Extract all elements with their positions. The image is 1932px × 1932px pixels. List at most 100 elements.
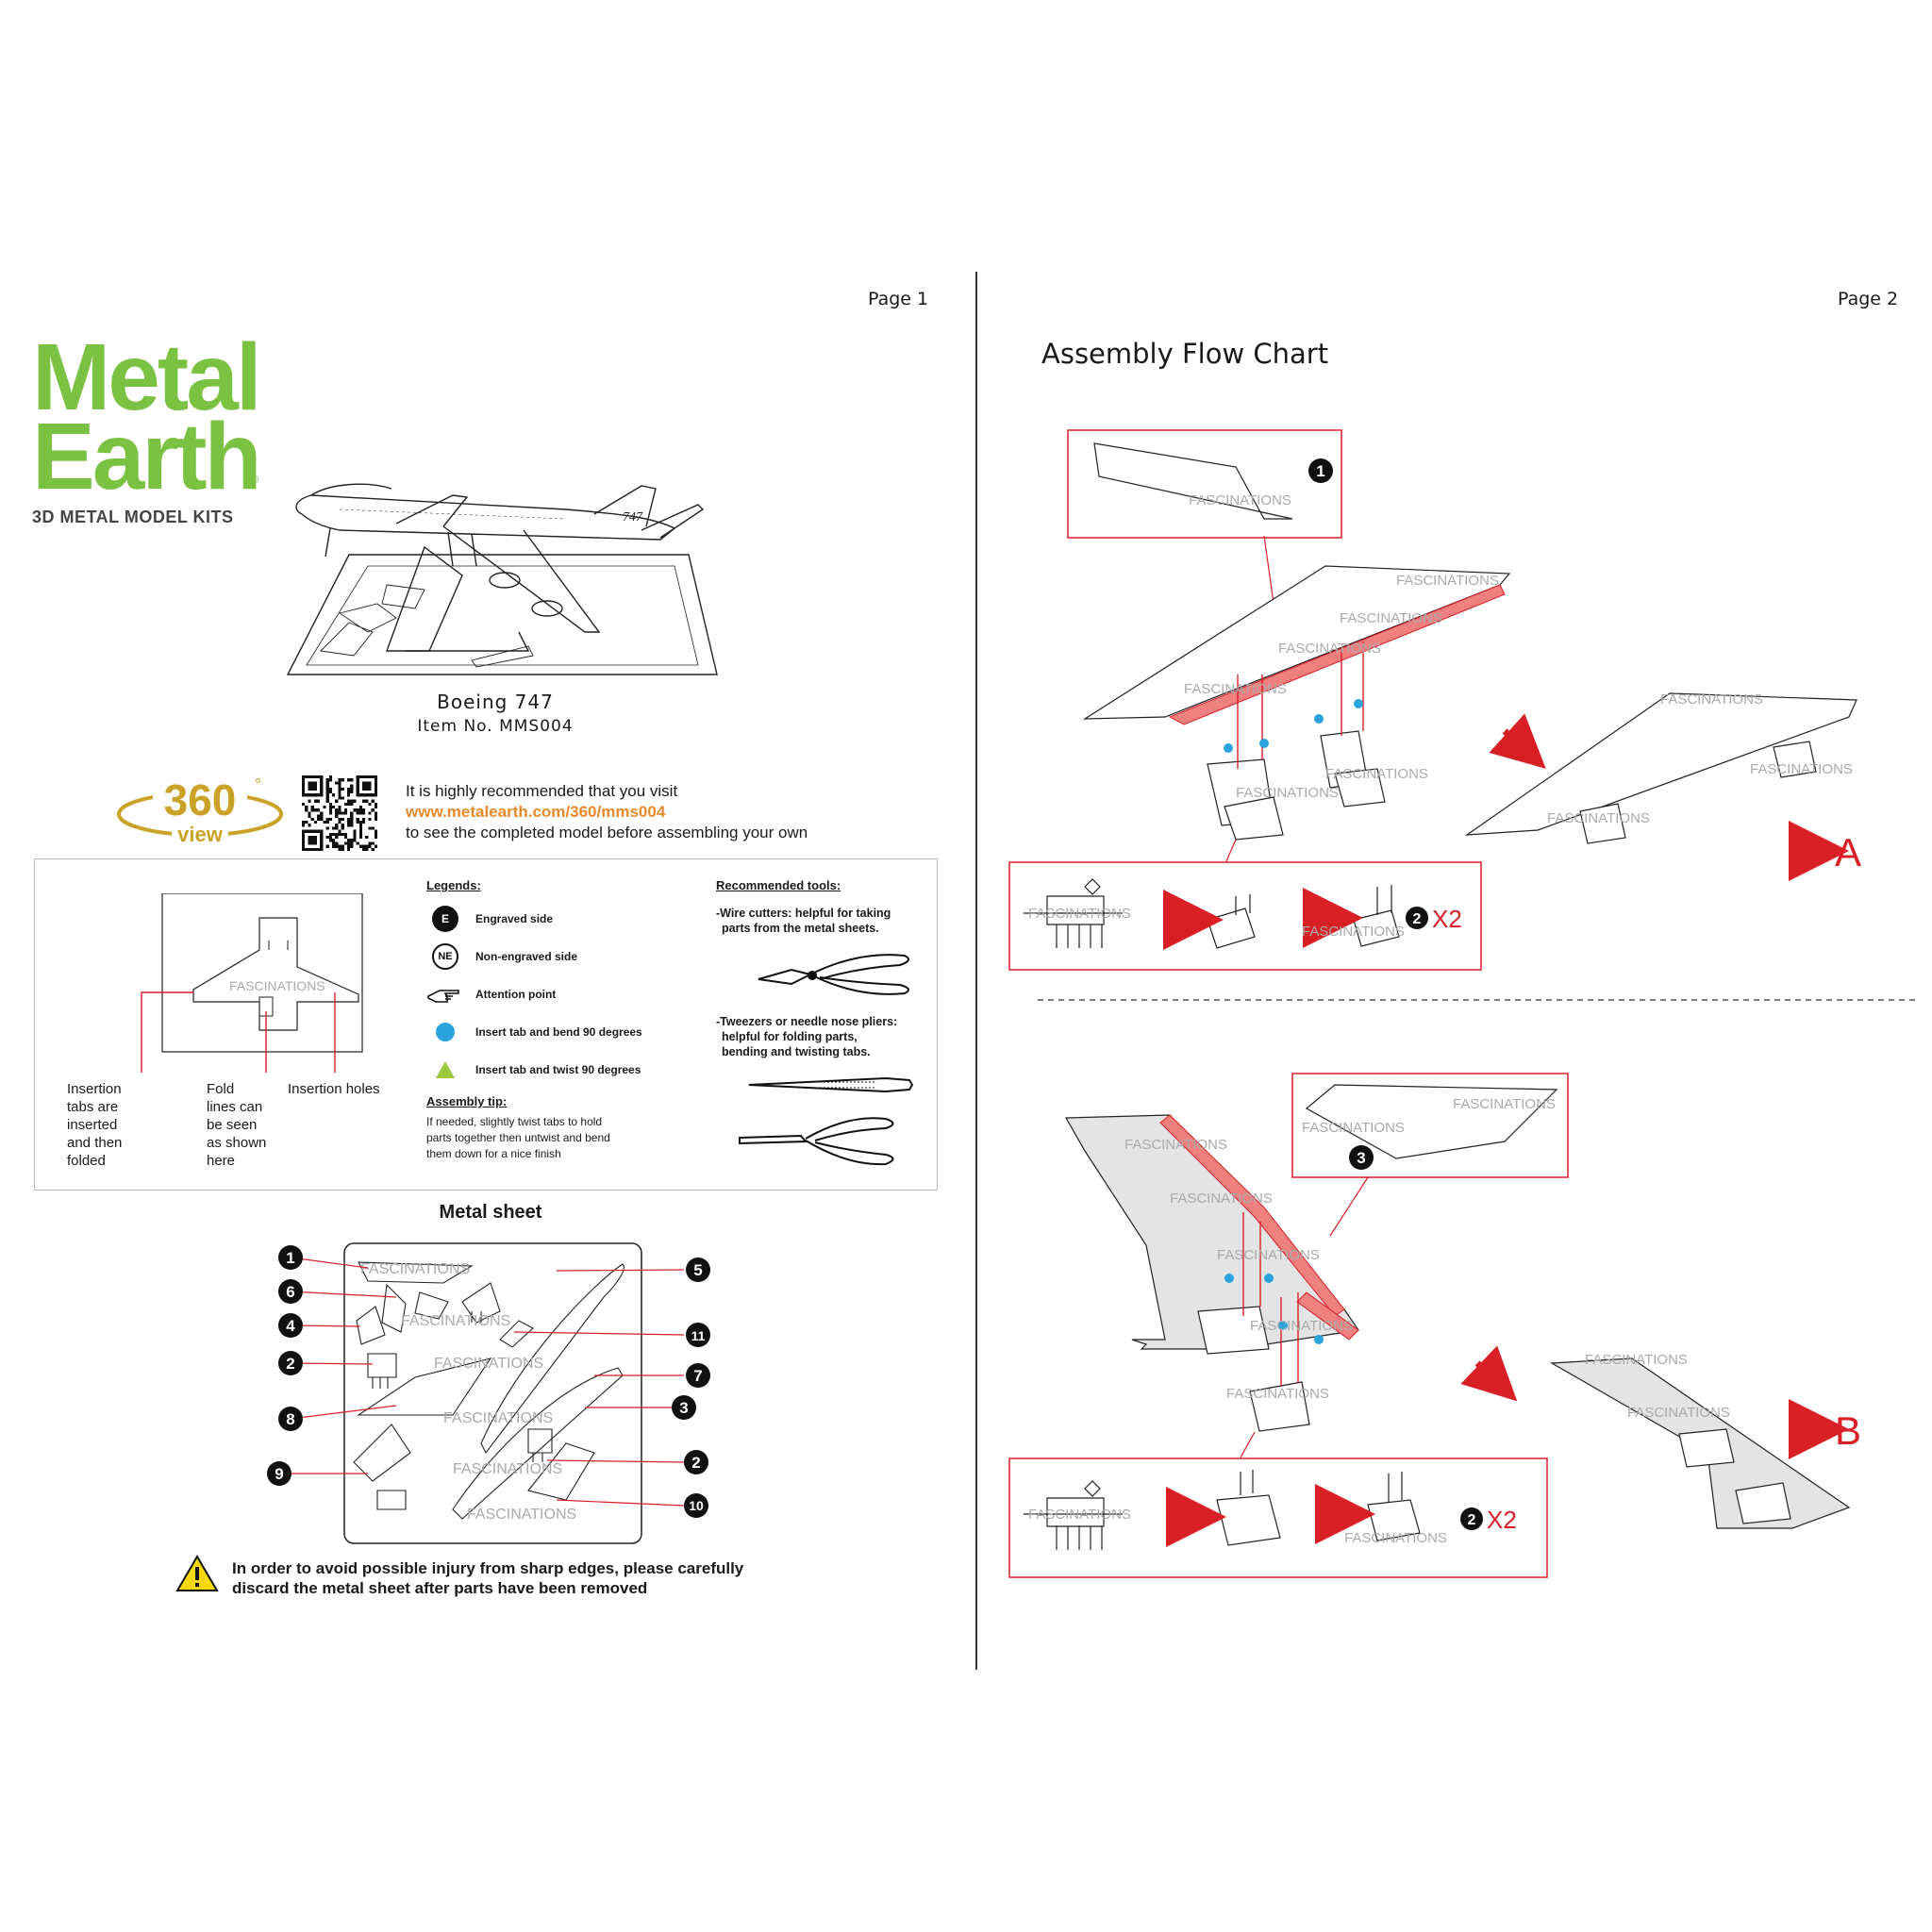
sheet-watermark: FASCINATIONS bbox=[453, 1461, 562, 1477]
part-number-badge: 3 bbox=[1349, 1145, 1374, 1170]
step-2-engine-box bbox=[1008, 1457, 1548, 1578]
view-360-number: 360 bbox=[164, 775, 237, 824]
model-item-number: Item No. MMS004 bbox=[417, 717, 574, 736]
svg-text:3: 3 bbox=[679, 1399, 688, 1417]
needle-nose-pliers-icon bbox=[739, 1117, 894, 1166]
visit-website-text: It is highly recommended that you visit … bbox=[406, 781, 808, 843]
sheet-frame bbox=[343, 1242, 642, 1544]
part-4 bbox=[356, 1306, 386, 1345]
flow-watermark: FASCINATIONS bbox=[1250, 1318, 1353, 1334]
insertion-tabs-annotation: Insertion tabs are inserted and then fol… bbox=[67, 1080, 122, 1170]
flow-watermark: FASCINATIONS bbox=[1236, 785, 1339, 801]
legend-label: Insert tab and twist 90 degrees bbox=[475, 1063, 641, 1076]
sub-part-badge: 2 bbox=[1460, 1507, 1483, 1530]
flow-watermark: FASCINATIONS bbox=[1028, 906, 1131, 922]
flow-watermark: FASCINATIONS bbox=[1627, 1405, 1730, 1421]
annotation-line: inserted bbox=[67, 1117, 118, 1133]
svg-text:2: 2 bbox=[1468, 1512, 1476, 1528]
annotation-line: be seen bbox=[207, 1117, 258, 1133]
metal-sheet-title: Metal sheet bbox=[439, 1202, 542, 1223]
metal-sheet-diagram: FASCINATIONS FASCINATIONS FASCINATIONS F… bbox=[267, 1242, 710, 1544]
tip-line: them down for a nice finish bbox=[426, 1147, 561, 1160]
svg-text:4: 4 bbox=[286, 1317, 295, 1335]
tools-title: Recommended tools: bbox=[716, 878, 841, 892]
svg-text:2: 2 bbox=[286, 1355, 294, 1373]
legend-item-blue-dot: Insert tab and bend 90 degrees bbox=[426, 1013, 709, 1051]
part-2-engine-b bbox=[527, 1428, 553, 1462]
legend-item-engraved: E Engraved side bbox=[426, 900, 709, 938]
assembly-tip-title: Assembly tip: bbox=[426, 1094, 508, 1108]
qr-code-icon[interactable] bbox=[302, 775, 377, 851]
flow-watermark: FASCINATIONS bbox=[1184, 681, 1287, 697]
tool-line: -Tweezers or needle nose pliers: bbox=[716, 1015, 898, 1028]
svg-text:1: 1 bbox=[286, 1249, 294, 1267]
part-6 bbox=[381, 1283, 449, 1333]
callout-6: 6 bbox=[278, 1279, 303, 1304]
visit-line-3: to see the completed model before assemb… bbox=[406, 824, 808, 841]
model-name: Boeing 747 bbox=[437, 691, 554, 713]
tweezers-icon bbox=[748, 1076, 914, 1093]
flow-watermark: FASCINATIONS bbox=[1189, 492, 1291, 508]
part-1-wing bbox=[358, 1261, 474, 1284]
page-number-2: Page 2 bbox=[1838, 289, 1899, 309]
warning-line: In order to avoid possible injury from s… bbox=[232, 1559, 744, 1577]
flow-watermark: FASCINATIONS bbox=[1278, 641, 1381, 657]
boeing-747-model-illustration: 747 bbox=[286, 483, 718, 675]
sheet-watermark: FASCINATIONS bbox=[443, 1410, 553, 1426]
flow-watermark: FASCINATIONS bbox=[1344, 1530, 1447, 1546]
non-engraved-badge-icon: NE bbox=[432, 943, 458, 970]
green-triangle-icon bbox=[436, 1061, 455, 1078]
base-plate bbox=[286, 554, 718, 675]
pointing-hand-icon bbox=[426, 983, 464, 1006]
flow-watermark: FASCINATIONS bbox=[1660, 691, 1763, 708]
step-2-part-box bbox=[1291, 1073, 1569, 1178]
svg-text:3: 3 bbox=[1357, 1149, 1365, 1167]
legend-label: Non-engraved side bbox=[475, 950, 578, 963]
flow-watermark: FASCINATIONS bbox=[1585, 1352, 1688, 1368]
flow-watermark: FASCINATIONS bbox=[1340, 610, 1442, 626]
fold-lines-annotation: Fold lines can be seen as shown here bbox=[207, 1080, 266, 1170]
diagram-watermark: FASCINATIONS bbox=[229, 978, 325, 993]
callout-11: 11 bbox=[686, 1323, 710, 1347]
website-link[interactable]: www.metalearth.com/360/mms004 bbox=[406, 803, 666, 821]
annotation-line: folded bbox=[67, 1153, 106, 1169]
flow-watermark: FASCINATIONS bbox=[1124, 1137, 1227, 1153]
sheet-watermark: FASCINATIONS bbox=[434, 1356, 543, 1372]
fold-example-diagram: FASCINATIONS bbox=[141, 893, 363, 1073]
flow-watermark: FASCINATIONS bbox=[1396, 573, 1499, 589]
wire-cutters-text: -Wire cutters: helpful for taking parts … bbox=[716, 906, 933, 936]
page-divider bbox=[975, 272, 977, 1670]
stand bbox=[386, 545, 463, 652]
callout-1: 1 bbox=[278, 1245, 303, 1270]
sheet-watermark: FASCINATIONS bbox=[467, 1507, 576, 1523]
assembly-flow-chart-title: Assembly Flow Chart bbox=[1041, 338, 1329, 370]
svg-text:1: 1 bbox=[1316, 462, 1324, 480]
part-5-fuselage bbox=[480, 1263, 625, 1455]
part-number-badge: 1 bbox=[1308, 458, 1333, 483]
tool-line: helpful for folding parts, bbox=[722, 1030, 858, 1043]
logo-word-earth: Earth bbox=[32, 404, 262, 509]
wing-red-edge bbox=[1168, 584, 1506, 725]
tail bbox=[593, 485, 657, 527]
assembly-tip-text: If needed, slightly twist tabs to hold p… bbox=[426, 1114, 709, 1162]
flow-watermark: FASCINATIONS bbox=[1547, 810, 1650, 826]
svg-text:9: 9 bbox=[275, 1465, 283, 1483]
flow-watermark: FASCINATIONS bbox=[1325, 766, 1428, 782]
annotation-line: Fold bbox=[207, 1081, 235, 1097]
annotation-line: as shown bbox=[207, 1135, 267, 1151]
tool-line: -Wire cutters: helpful for taking bbox=[716, 907, 891, 920]
instructions-info-box: FASCINATIONS Insertion tabs are inserted… bbox=[34, 858, 938, 1191]
part-2-engine bbox=[367, 1353, 397, 1389]
sheet-watermark: FASCINATIONS bbox=[401, 1313, 510, 1329]
annotation-line: here bbox=[207, 1153, 236, 1169]
svg-text:8: 8 bbox=[286, 1410, 294, 1428]
annotation-line: Insertion bbox=[67, 1081, 122, 1097]
view-360-icon[interactable]: 360 ° view bbox=[115, 772, 285, 847]
step-2-tail-assembly: 3 B bbox=[1008, 1073, 1861, 1578]
callout-4: 4 bbox=[278, 1313, 303, 1338]
warning-line: discard the metal sheet after parts have… bbox=[232, 1579, 648, 1597]
flow-watermark: FASCINATIONS bbox=[1170, 1191, 1273, 1207]
legend-item-attention: Attention point bbox=[426, 975, 709, 1013]
part-10 bbox=[527, 1442, 595, 1501]
callout-10: 10 bbox=[684, 1493, 708, 1518]
